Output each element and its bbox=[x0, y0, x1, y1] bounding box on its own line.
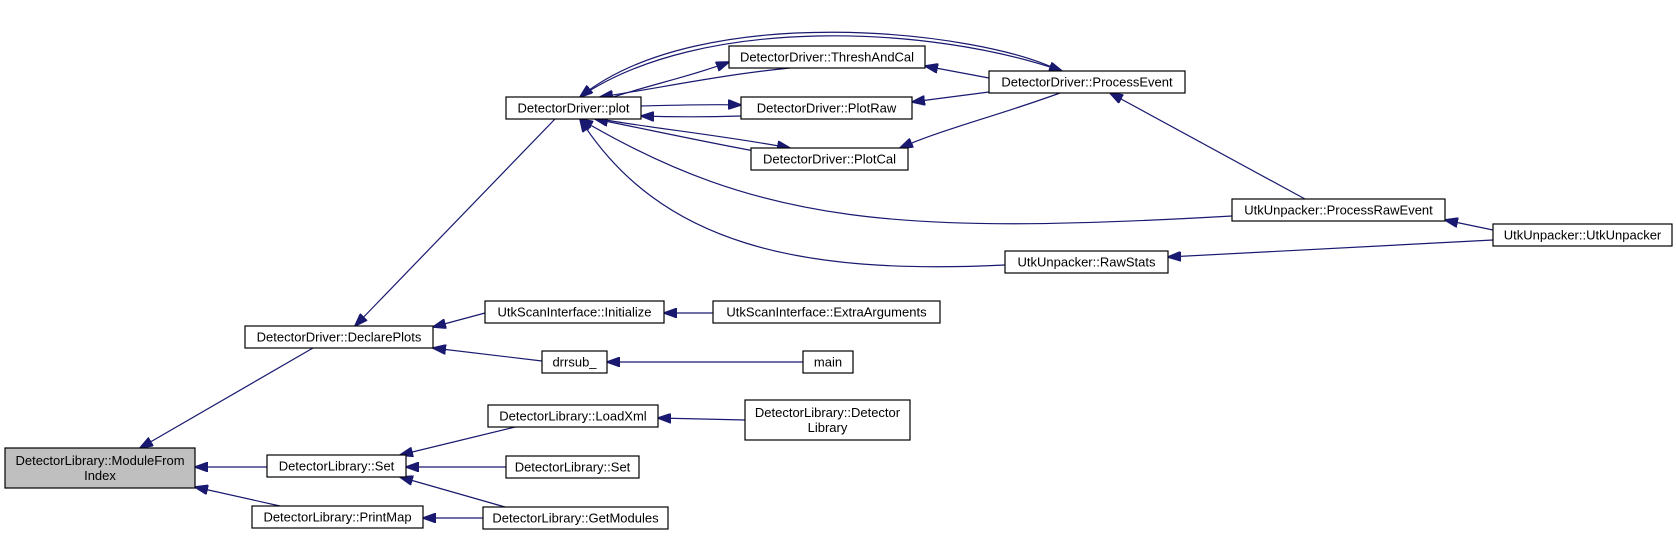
node-box bbox=[744, 399, 911, 441]
edge-raw_stats-to-plot bbox=[580, 119, 1006, 268]
node-label: DetectorLibrary::LoadXml bbox=[499, 409, 647, 424]
edge-thresh_and_cal-to-plot bbox=[600, 67, 791, 97]
node-label: DetectorDriver::plot bbox=[518, 101, 630, 116]
node-process_raw_event[interactable]: UtkUnpacker::ProcessRawEvent bbox=[1231, 198, 1446, 222]
node-label: DetectorLibrary::GetModules bbox=[492, 511, 659, 526]
node-label: Index bbox=[84, 468, 116, 483]
node-get_modules[interactable]: DetectorLibrary::GetModules bbox=[482, 506, 669, 530]
edge-plot-to-process_event bbox=[579, 35, 1062, 98]
node-label: UtkScanInterface::Initialize bbox=[498, 305, 652, 320]
node-set1[interactable]: DetectorLibrary::Set bbox=[266, 454, 407, 478]
node-box bbox=[244, 325, 434, 349]
edge-process_raw_event-to-plot bbox=[580, 119, 1233, 225]
node-box bbox=[487, 404, 659, 428]
node-label: DetectorDriver::PlotCal bbox=[763, 152, 896, 167]
node-box bbox=[988, 70, 1186, 94]
node-box bbox=[1231, 198, 1446, 222]
node-raw_stats[interactable]: UtkUnpacker::RawStats bbox=[1004, 250, 1169, 274]
nodes: DetectorLibrary::ModuleFromIndexDetector… bbox=[4, 45, 1673, 530]
node-label: Library bbox=[808, 420, 848, 435]
edge-process_event-to-plot_cal bbox=[900, 92, 1061, 148]
node-load_xml[interactable]: DetectorLibrary::LoadXml bbox=[487, 404, 659, 428]
edge-plot-to-declare_plots bbox=[355, 118, 556, 326]
node-drrsub[interactable]: drrsub_ bbox=[541, 350, 608, 374]
edge-print_map-to-module_from_index bbox=[195, 487, 281, 507]
edge-declare_plots-to-module_from_index bbox=[140, 347, 314, 448]
node-box bbox=[1004, 250, 1169, 274]
edge-plot-to-plot_raw bbox=[640, 105, 741, 106]
node-process_event[interactable]: DetectorDriver::ProcessEvent bbox=[988, 70, 1186, 94]
node-main[interactable]: main bbox=[802, 350, 854, 374]
node-thresh_and_cal[interactable]: DetectorDriver::ThreshAndCal bbox=[728, 45, 926, 69]
node-label: DetectorDriver::DeclarePlots bbox=[257, 330, 422, 345]
node-label: main bbox=[814, 355, 842, 370]
node-plot_raw[interactable]: DetectorDriver::PlotRaw bbox=[740, 96, 913, 120]
edge-plot_raw-to-plot bbox=[641, 116, 742, 117]
node-box bbox=[505, 455, 640, 479]
node-box bbox=[1492, 223, 1673, 247]
edge-plot-to-plot_cal bbox=[599, 118, 790, 148]
node-label: DetectorDriver::ProcessEvent bbox=[1001, 75, 1173, 90]
edge-utk_unpacker-to-process_raw_event bbox=[1445, 220, 1494, 231]
edge-plot_cal-to-plot bbox=[595, 119, 756, 152]
node-label: UtkUnpacker::UtkUnpacker bbox=[1504, 228, 1662, 243]
node-label: drrsub_ bbox=[552, 355, 597, 370]
node-plot[interactable]: DetectorDriver::plot bbox=[505, 96, 642, 120]
node-box bbox=[251, 505, 424, 529]
node-label: UtkUnpacker::ProcessRawEvent bbox=[1244, 203, 1433, 218]
edge-process_event-to-plot bbox=[580, 31, 1061, 97]
edge-detector_library_ctor-to-load_xml bbox=[658, 418, 746, 420]
edge-process_event-to-plot_raw bbox=[912, 91, 990, 102]
node-label: DetectorLibrary::Set bbox=[515, 460, 631, 475]
node-set2[interactable]: DetectorLibrary::Set bbox=[505, 455, 640, 479]
node-initialize[interactable]: UtkScanInterface::Initialize bbox=[484, 300, 665, 324]
node-label: UtkUnpacker::RawStats bbox=[1018, 255, 1156, 270]
edges bbox=[140, 31, 1494, 518]
node-declare_plots[interactable]: DetectorDriver::DeclarePlots bbox=[244, 325, 434, 349]
node-label: DetectorLibrary::Detector bbox=[755, 405, 901, 420]
node-box bbox=[712, 300, 941, 324]
node-extra_arguments[interactable]: UtkScanInterface::ExtraArguments bbox=[712, 300, 941, 324]
node-box bbox=[266, 454, 407, 478]
node-label: DetectorDriver::ThreshAndCal bbox=[740, 50, 914, 65]
edge-get_modules-to-set1 bbox=[400, 477, 506, 508]
node-plot_cal[interactable]: DetectorDriver::PlotCal bbox=[750, 147, 909, 171]
node-label: DetectorLibrary::Set bbox=[279, 459, 395, 474]
edge-process_event-to-thresh_and_cal bbox=[925, 66, 990, 79]
node-detector_library_ctor[interactable]: DetectorLibrary::DetectorLibrary bbox=[744, 399, 911, 441]
node-label: UtkScanInterface::ExtraArguments bbox=[726, 305, 927, 320]
node-box bbox=[484, 300, 665, 324]
node-label: DetectorDriver::PlotRaw bbox=[757, 101, 897, 116]
node-box bbox=[802, 350, 854, 374]
edge-process_raw_event-to-process_event bbox=[1110, 93, 1306, 200]
edge-plot-to-thresh_and_cal bbox=[609, 62, 729, 99]
edge-utk_unpacker-to-raw_stats bbox=[1168, 239, 1494, 257]
edge-load_xml-to-set1 bbox=[400, 426, 516, 455]
node-box bbox=[482, 506, 669, 530]
node-box bbox=[541, 350, 608, 374]
node-box bbox=[728, 45, 926, 69]
node-box bbox=[505, 96, 642, 120]
node-box bbox=[740, 96, 913, 120]
node-box bbox=[4, 447, 196, 489]
edge-drrsub-to-declare_plots bbox=[433, 348, 543, 362]
node-label: DetectorLibrary::PrintMap bbox=[263, 510, 411, 525]
node-box bbox=[750, 147, 909, 171]
node-label: DetectorLibrary::ModuleFrom bbox=[15, 453, 184, 468]
edge-initialize-to-declare_plots bbox=[433, 312, 486, 327]
node-print_map[interactable]: DetectorLibrary::PrintMap bbox=[251, 505, 424, 529]
node-utk_unpacker[interactable]: UtkUnpacker::UtkUnpacker bbox=[1492, 223, 1673, 247]
